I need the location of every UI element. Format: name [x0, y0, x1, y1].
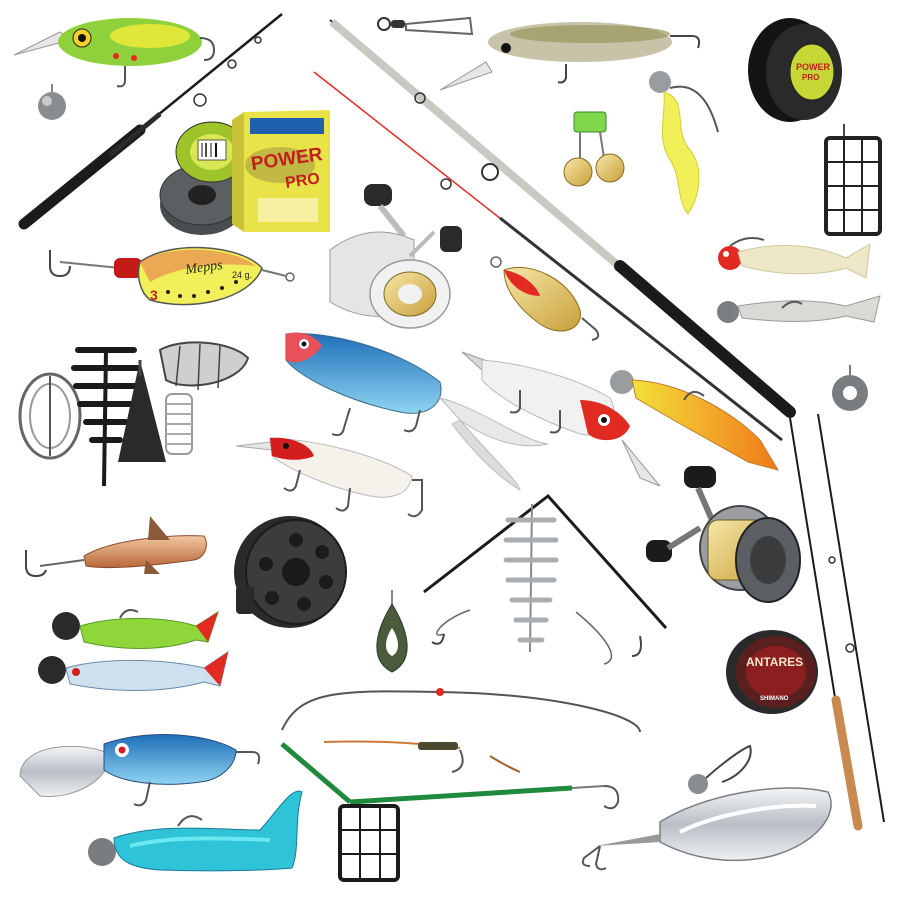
cage-feeder-black — [824, 124, 882, 236]
braided-line-spool-black: POWER PRO — [748, 18, 842, 122]
power-pro-box-sub: PRO — [284, 170, 321, 192]
green-crankbait-lure — [13, 18, 216, 88]
spiral-method-feeder — [71, 347, 141, 487]
snap-swivel — [377, 16, 474, 36]
pearl-swimbait-jig — [718, 237, 871, 279]
feeder-rig-boom — [280, 688, 641, 882]
red-tipped-rod — [313, 71, 783, 442]
white-soft-fish — [38, 650, 229, 691]
braided-line-spools — [159, 121, 249, 235]
green-soft-fish — [52, 609, 219, 649]
lead-ball-sinker — [38, 84, 66, 120]
firetiger-soft-fish — [610, 370, 780, 471]
jig-head-hook — [688, 744, 752, 794]
power-pro-spool-brand: POWER — [796, 62, 831, 72]
white-spinning-reel — [329, 184, 462, 329]
antares-line-spool: ANTARES SHIMANO — [726, 630, 818, 714]
yellow-twister-jig — [649, 71, 719, 215]
cone-feeder — [118, 360, 166, 462]
mepps-number: 3 — [150, 287, 158, 303]
copper-wobbler-lure — [25, 516, 207, 578]
baitcasting-reel — [646, 466, 801, 603]
mepps-size: 24 g. — [232, 270, 252, 280]
red-head-jerkbait — [461, 351, 661, 487]
mepps-spinner-lure: Mepps 24 g. 3 — [49, 246, 295, 306]
spring-feeder-rig — [423, 493, 668, 665]
shimano-label: SHIMANO — [760, 696, 789, 702]
ring-sinker — [832, 365, 868, 411]
thin-spinning-rod — [789, 413, 885, 831]
spring-feeders-group — [18, 372, 82, 460]
cage-feeder-silver — [158, 341, 250, 391]
gold-spoon-lure — [490, 256, 600, 341]
silver-spoon-lure — [581, 787, 832, 871]
power-pro-spool-sub: PRO — [802, 73, 819, 82]
grey-swimbait-jig — [717, 295, 881, 323]
blue-shad-soft-bait — [88, 790, 303, 872]
popper-lure — [285, 332, 549, 492]
blue-deep-crankbait — [19, 734, 261, 807]
black-spinning-rod — [18, 13, 283, 230]
fly-reel — [234, 516, 347, 628]
antares-brand: ANTARES — [746, 655, 803, 669]
mepps-brand: Mepps — [183, 258, 224, 278]
silver-minnow-jerkbait — [439, 22, 701, 91]
teardrop-sinker — [376, 590, 408, 673]
spring-coil-feeder — [165, 393, 193, 455]
white-topwater-lure — [235, 437, 423, 518]
power-pro-line-box: POWER PRO — [232, 110, 330, 232]
bite-alarm-bells — [563, 111, 625, 187]
grey-spinning-rod — [329, 18, 796, 418]
